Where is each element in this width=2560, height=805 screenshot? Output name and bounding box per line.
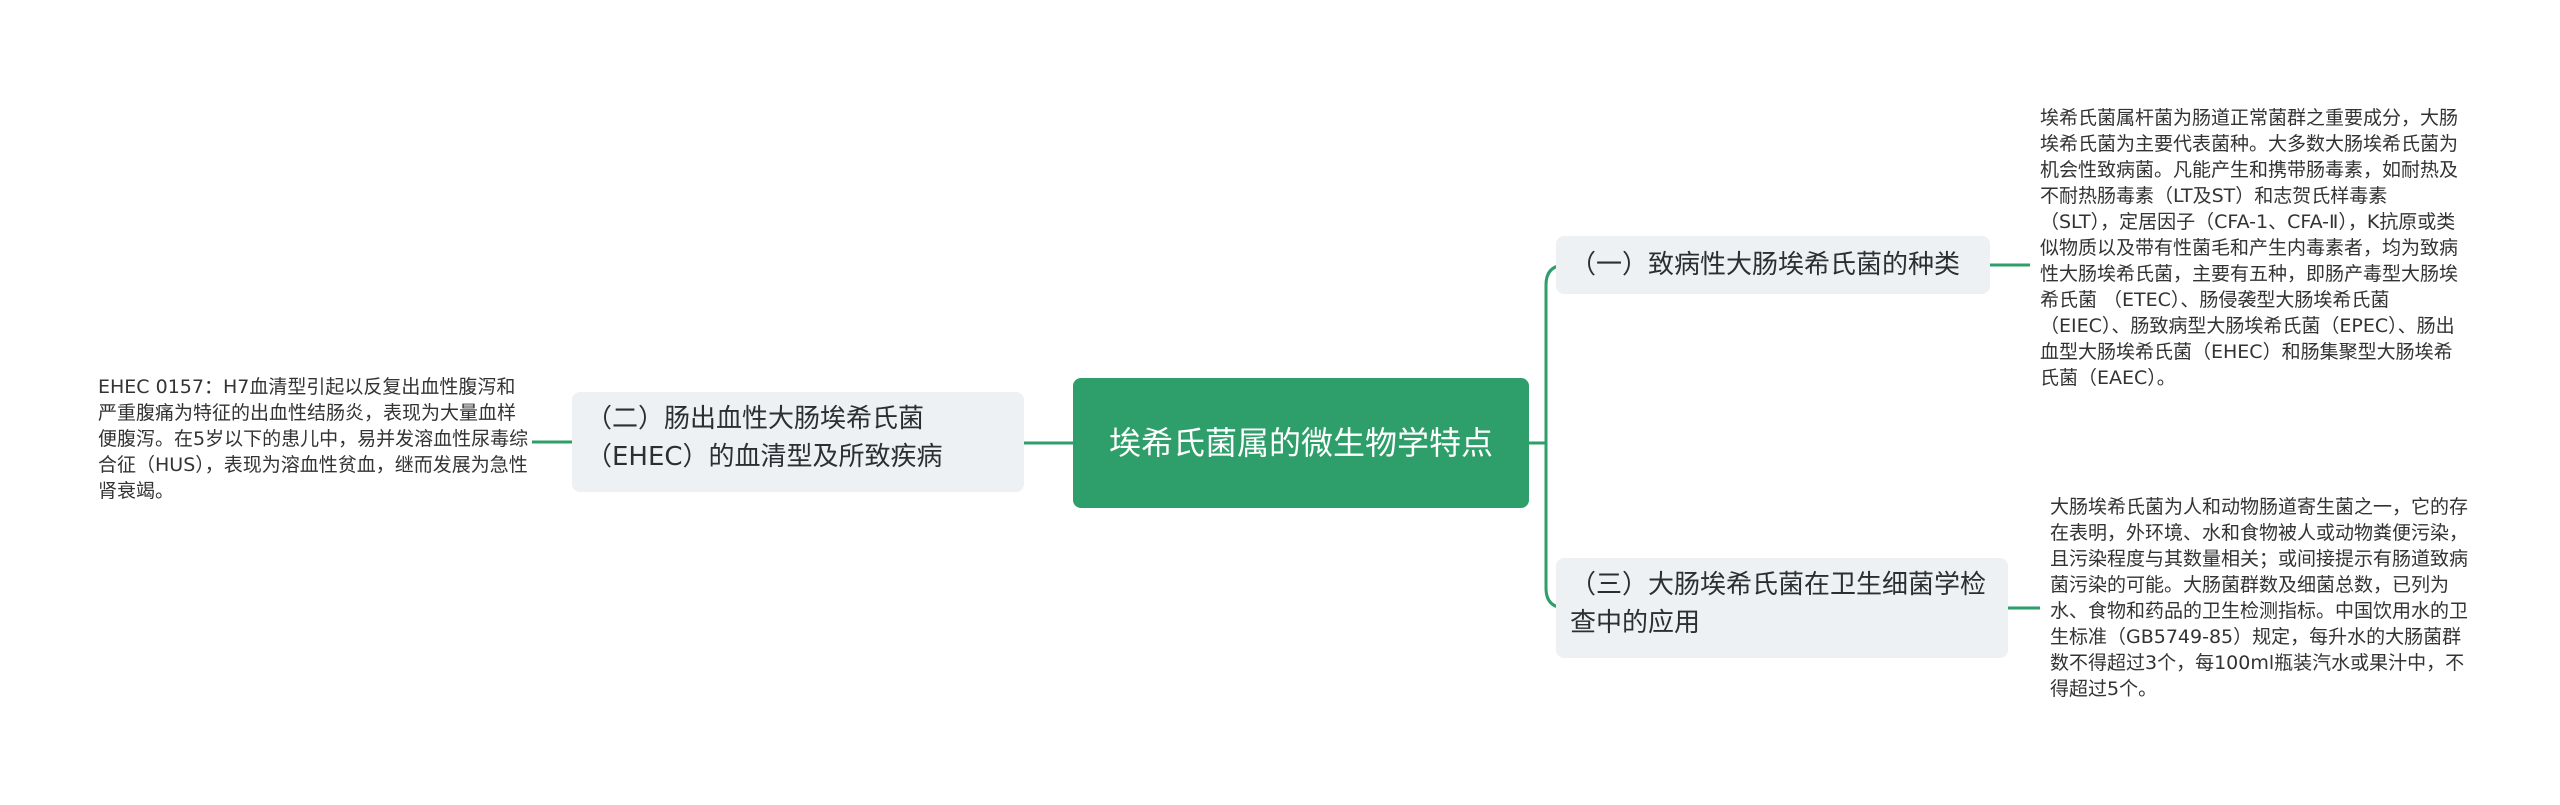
leaf-sanitary-application-detail[interactable]: 大肠埃希氏菌为人和动物肠道寄生菌之一，它的存在表明，外环境、水和食物被人或动物粪… bbox=[2050, 494, 2480, 702]
branch-pathogenic-types[interactable]: （一）致病性大肠埃希氏菌的种类 bbox=[1556, 236, 1990, 294]
leaf-text: 埃希氏菌属杆菌为肠道正常菌群之重要成分，大肠埃希氏菌为主要代表菌种。大多数大肠埃… bbox=[2040, 107, 2459, 389]
connector-right-trunk bbox=[1544, 263, 1567, 610]
branch-label: （二）肠出血性大肠埃希氏菌（EHEC）的血清型及所致疾病 bbox=[586, 404, 943, 472]
leaf-text: 大肠埃希氏菌为人和动物肠道寄生菌之一，它的存在表明，外环境、水和食物被人或动物粪… bbox=[2050, 496, 2469, 700]
leaf-ehec-serotype-detail[interactable]: EHEC 0157：H7血清型引起以反复出血性腹泻和严重腹痛为特征的出血性结肠炎… bbox=[98, 374, 530, 504]
root-topic-label: 埃希氏菌属的微生物学特点 bbox=[1108, 424, 1493, 462]
branch-label: （一）致病性大肠埃希氏菌的种类 bbox=[1570, 250, 1961, 280]
branch-label: （三）大肠埃希氏菌在卫生细菌学检查中的应用 bbox=[1570, 570, 1987, 638]
branch-sanitary-application[interactable]: （三）大肠埃希氏菌在卫生细菌学检查中的应用 bbox=[1556, 558, 2008, 658]
branch-ehec-serotype[interactable]: （二）肠出血性大肠埃希氏菌（EHEC）的血清型及所致疾病 bbox=[572, 392, 1024, 492]
root-topic[interactable]: 埃希氏菌属的微生物学特点 bbox=[1073, 378, 1529, 508]
leaf-text: EHEC 0157：H7血清型引起以反复出血性腹泻和严重腹痛为特征的出血性结肠炎… bbox=[98, 376, 529, 502]
leaf-pathogenic-types-detail[interactable]: 埃希氏菌属杆菌为肠道正常菌群之重要成分，大肠埃希氏菌为主要代表菌种。大多数大肠埃… bbox=[2040, 105, 2460, 391]
